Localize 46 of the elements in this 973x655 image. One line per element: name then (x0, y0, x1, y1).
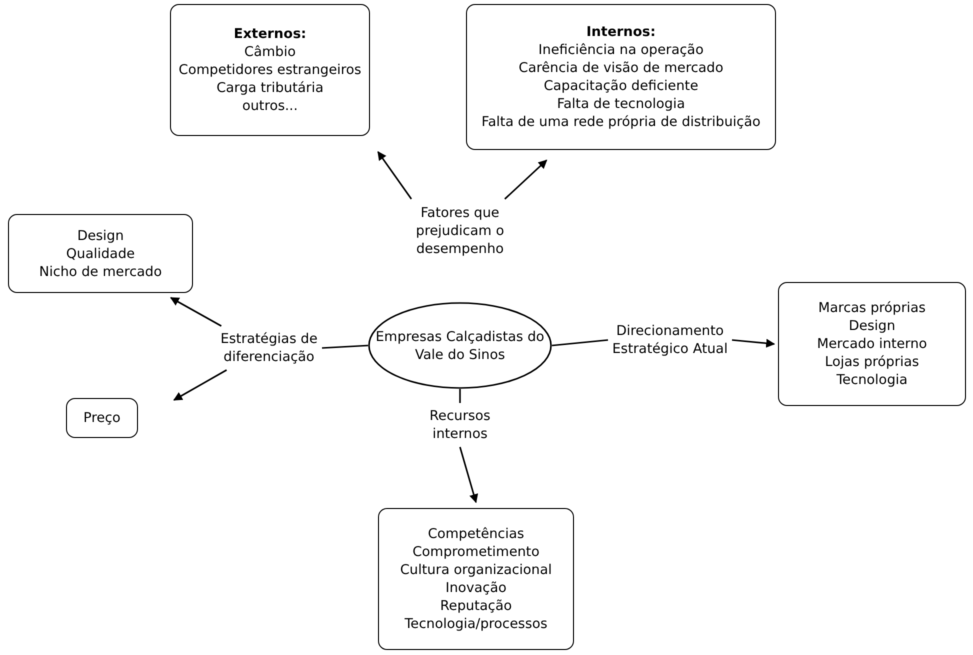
list-item: Capacitação deficiente (544, 77, 698, 95)
list-item: Carência de visão de mercado (518, 59, 724, 77)
connector-line (322, 344, 368, 349)
node-label: Direcionamento Estratégico Atual (611, 322, 729, 358)
arrow (377, 151, 412, 200)
list-item: Inovação (445, 579, 506, 597)
list-item: outros... (242, 97, 298, 115)
info-box (170, 4, 370, 136)
list-item: Competências (428, 525, 524, 543)
list-item: Design (848, 317, 896, 335)
list-item: Qualidade (66, 244, 135, 262)
info-box (778, 282, 966, 406)
info-box (378, 508, 574, 650)
info-box (66, 398, 138, 438)
arrow (173, 369, 227, 401)
list-item: Design (77, 226, 124, 244)
list-item: Falta de uma rede própria de distribuição (481, 113, 761, 131)
node-label: Estratégias de diferenciação (219, 330, 319, 366)
list-item: Tecnologia (836, 371, 908, 389)
arrow (504, 160, 548, 200)
list-item: Preço (83, 409, 121, 427)
list-item: Cultura organizacional (400, 561, 552, 579)
node-label: Empresas Calçadistas do Vale do Sinos (374, 328, 546, 364)
connector-line (552, 339, 608, 346)
info-box (466, 4, 776, 150)
node-label: Recursos internos (428, 407, 492, 443)
connector-line (459, 389, 461, 403)
arrow (732, 338, 776, 348)
list-item: Reputação (440, 597, 512, 615)
list-item: Ineficiência na operação (538, 41, 704, 59)
list-item: Câmbio (244, 43, 296, 61)
list-item: Falta de tecnologia (556, 95, 685, 113)
list-item: Tecnologia/processos (404, 615, 548, 633)
info-box (8, 214, 193, 293)
node-label: Fatores que prejudicam o desempenho (414, 204, 506, 258)
list-item: Carga tributária (216, 79, 324, 97)
arrow (170, 297, 222, 327)
box-heading: Internos: (586, 23, 656, 41)
list-item: Mercado interno (816, 335, 928, 353)
box-heading: Externos: (234, 25, 306, 43)
list-item: Comprometimento (412, 543, 540, 561)
list-item: Marcas próprias (818, 299, 926, 317)
list-item: Competidores estrangeiros (178, 61, 362, 79)
arrow (459, 446, 478, 504)
list-item: Lojas próprias (824, 353, 920, 371)
list-item: Nicho de mercado (39, 262, 162, 280)
